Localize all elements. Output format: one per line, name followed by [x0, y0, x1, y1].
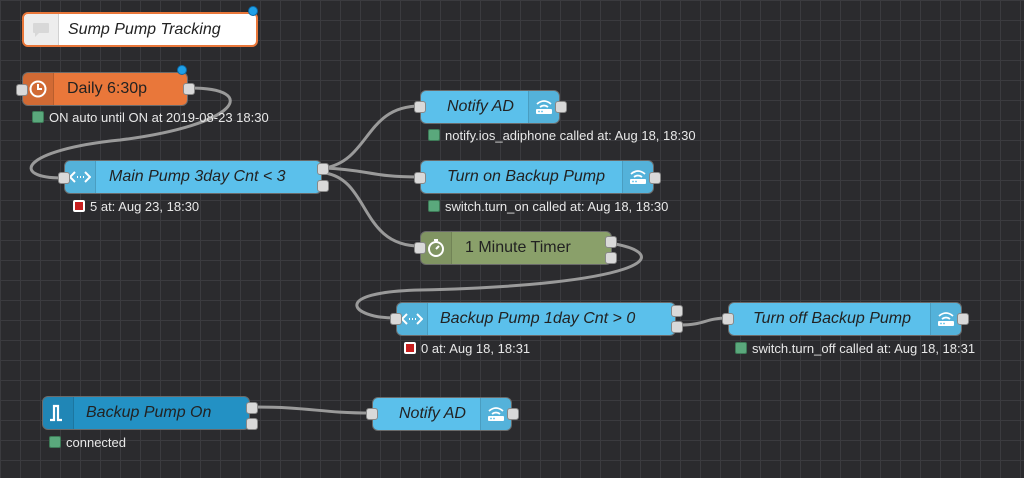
service-icon-box: [528, 91, 559, 123]
clock-icon: [29, 80, 47, 98]
timer-node[interactable]: 1 Minute Timer: [420, 231, 612, 265]
turn-on-backup-node[interactable]: Turn on Backup Pump: [420, 160, 654, 194]
daily-label: Daily 6:30p: [67, 80, 148, 97]
status-dot: [428, 200, 440, 212]
backup-pump-on-status: connected: [49, 434, 126, 450]
changed-indicator: [177, 65, 187, 75]
backup-cnt-output-port-2[interactable]: [671, 321, 683, 333]
backup-on-output-port-1[interactable]: [246, 402, 258, 414]
notify-ad-output-port[interactable]: [555, 101, 567, 113]
backup-on-output-port-2[interactable]: [246, 418, 258, 430]
status-text: notify.ios_adiphone called at: Aug 18, 1…: [445, 127, 696, 143]
wire-main-to-notify[interactable]: [324, 104, 421, 170]
service-icon-box: [622, 161, 653, 193]
timer-input-port[interactable]: [414, 242, 426, 254]
notify-ad-input-port[interactable]: [414, 101, 426, 113]
turn-off-output-port[interactable]: [957, 313, 969, 325]
wifi-router-icon: [536, 100, 552, 114]
timer-output-port-1[interactable]: [605, 236, 617, 248]
turn-on-backup-label: Turn on Backup Pump: [447, 168, 606, 185]
wire-daily-to-main[interactable]: [29, 86, 232, 180]
main-pump-output-port-1[interactable]: [317, 163, 329, 175]
status-text: switch.turn_on called at: Aug 18, 18:30: [445, 198, 669, 214]
status-text: ON auto until ON at 2019-08-23 18:30: [49, 109, 269, 125]
main-pump-input-port[interactable]: [58, 172, 70, 184]
wifi-router-icon: [938, 312, 954, 326]
notify-ad-2-input-port[interactable]: [366, 408, 378, 420]
service-icon-box: [480, 398, 511, 430]
notify-ad-node-2[interactable]: Notify AD: [372, 397, 512, 431]
turn-on-output-port[interactable]: [649, 172, 661, 184]
backup-cnt-input-port[interactable]: [390, 313, 402, 325]
status-text: connected: [66, 434, 126, 450]
comment-node[interactable]: Sump Pump Tracking: [22, 12, 258, 47]
notify-ad-label: Notify AD: [447, 98, 514, 115]
turn-on-input-port[interactable]: [414, 172, 426, 184]
daily-status: ON auto until ON at 2019-08-23 18:30: [32, 109, 269, 125]
backup-pump-on-label: Backup Pump On: [86, 404, 212, 421]
stopwatch-icon: [428, 239, 444, 257]
notify-ad-label: Notify AD: [399, 405, 466, 422]
switch-arrows-icon: [69, 171, 91, 183]
wifi-router-icon: [630, 170, 646, 184]
backup-cnt-output-port-1[interactable]: [671, 305, 683, 317]
speech-bubble-icon: [33, 22, 49, 37]
status-dot: [404, 342, 416, 354]
status-text: 5 at: Aug 23, 18:30: [90, 198, 200, 214]
notify-ad-2-output-port[interactable]: [507, 408, 519, 420]
main-pump-status: 5 at: Aug 23, 18:30: [73, 198, 199, 214]
notify-ad-status: notify.ios_adiphone called at: Aug 18, 1…: [428, 127, 696, 143]
status-text: switch.turn_off called at: Aug 18, 18:31: [752, 340, 976, 356]
changed-indicator: [248, 6, 258, 16]
status-dot: [735, 342, 747, 354]
comment-label: Sump Pump Tracking: [68, 21, 221, 38]
switch-arrows-icon: [401, 313, 423, 325]
status-text: 0 at: Aug 18, 18:31: [421, 340, 531, 356]
wire-main-to-timer[interactable]: [324, 171, 421, 248]
timer-output-port-2[interactable]: [605, 252, 617, 264]
turn-off-input-port[interactable]: [722, 313, 734, 325]
turn-off-backup-status: switch.turn_off called at: Aug 18, 18:31: [735, 340, 975, 356]
status-dot: [428, 129, 440, 141]
main-pump-switch-node[interactable]: Main Pump 3day Cnt < 3: [64, 160, 322, 194]
main-pump-output-port-2[interactable]: [317, 180, 329, 192]
backup-pump-cnt-switch-node[interactable]: Backup Pump 1day Cnt > 0: [396, 302, 676, 336]
status-dot: [49, 436, 61, 448]
daily-output-port[interactable]: [183, 83, 195, 95]
notify-ad-node-1[interactable]: Notify AD: [420, 90, 560, 124]
turn-off-backup-node[interactable]: Turn off Backup Pump: [728, 302, 962, 336]
wifi-router-icon: [488, 407, 504, 421]
service-icon-box: [930, 303, 961, 335]
daily-inject-node[interactable]: Daily 6:30p: [22, 72, 188, 106]
daily-inject-button[interactable]: [16, 84, 28, 96]
wire-main-to-turnon[interactable]: [324, 166, 421, 179]
main-pump-label: Main Pump 3day Cnt < 3: [109, 168, 286, 185]
inject-icon-box: [23, 73, 54, 105]
backup-pump-cnt-status: 0 at: Aug 18, 18:31: [404, 340, 530, 356]
pulse-icon: [50, 404, 62, 422]
wire-timer-to-backupcnt[interactable]: [355, 241, 643, 320]
state-icon-box: [43, 397, 74, 429]
status-dot: [73, 200, 85, 212]
comment-icon-box: [24, 14, 59, 45]
switch-icon-box: [397, 303, 428, 335]
switch-icon-box: [65, 161, 96, 193]
backup-pump-on-state-node[interactable]: Backup Pump On: [42, 396, 250, 430]
timer-label: 1 Minute Timer: [465, 239, 571, 256]
status-dot: [32, 111, 44, 123]
backup-pump-cnt-label: Backup Pump 1day Cnt > 0: [440, 310, 636, 327]
wire-backupon-to-notify[interactable]: [254, 405, 373, 415]
timer-icon-box: [421, 232, 452, 264]
wire-backupcnt-to-turnoff[interactable]: [679, 316, 729, 327]
turn-off-backup-label: Turn off Backup Pump: [753, 310, 911, 327]
turn-on-backup-status: switch.turn_on called at: Aug 18, 18:30: [428, 198, 668, 214]
